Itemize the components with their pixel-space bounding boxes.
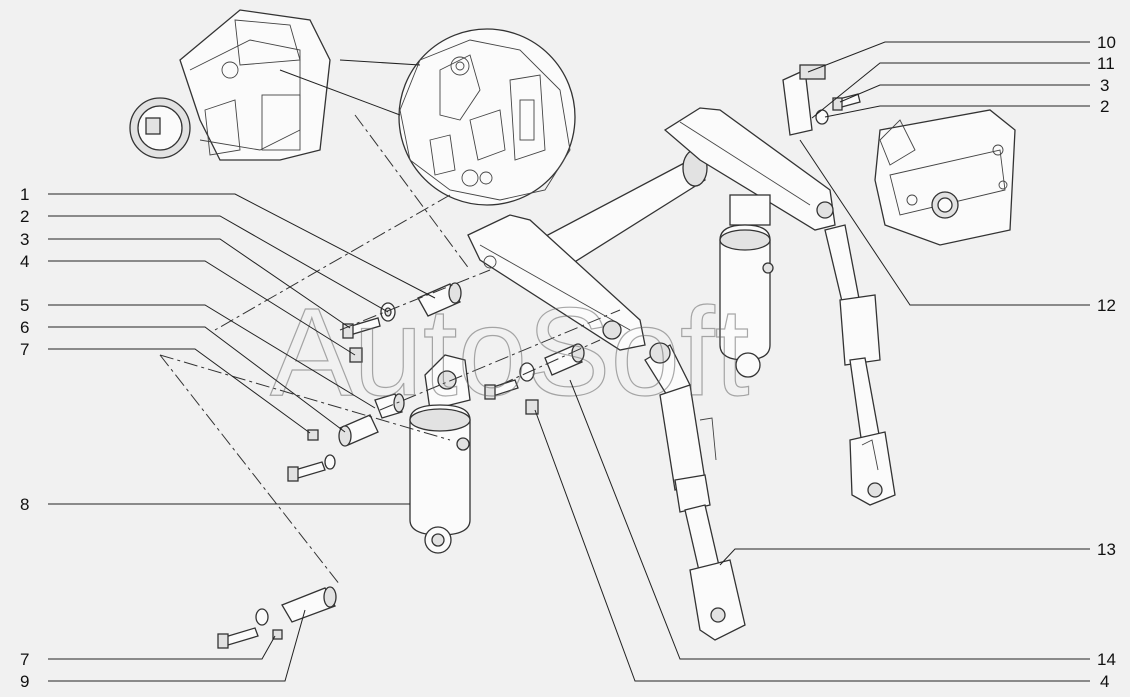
callout-6: 6 [20, 318, 29, 337]
callout-3: 3 [20, 230, 29, 249]
callout-14: 14 [1097, 650, 1116, 669]
detail-magnifier [398, 28, 576, 206]
watermark-text: AutoSoft [270, 283, 750, 422]
top-right-fasteners [782, 64, 861, 136]
callout-5: 5 [20, 296, 29, 315]
right-lift-link [824, 224, 896, 506]
callout-10: 10 [1097, 33, 1116, 52]
callout-2: 2 [20, 207, 29, 226]
callout-3-right: 3 [1100, 76, 1109, 95]
bracket-detail-sketch [874, 109, 1016, 246]
callout-13: 13 [1097, 540, 1116, 559]
right-lift-cylinder [719, 194, 774, 378]
callout-1: 1 [20, 185, 29, 204]
tractor-overview-sketch [129, 9, 421, 161]
callout-2-right: 2 [1100, 97, 1109, 116]
callout-7: 7 [20, 340, 29, 359]
callout-4-right: 4 [1100, 672, 1109, 691]
leader-lines [48, 41, 1090, 682]
left-lift-link [644, 342, 746, 641]
callout-12: 12 [1097, 296, 1116, 315]
assembly-axis-lines [159, 114, 621, 586]
callout-7-lower: 7 [20, 650, 29, 669]
lift-shaft-assembly [467, 107, 836, 351]
callout-11: 11 [1097, 54, 1115, 73]
left-lift-cylinder [409, 354, 471, 554]
callout-4: 4 [20, 252, 29, 271]
callout-8: 8 [20, 495, 29, 514]
callout-labels: 1 2 3 4 5 6 7 8 7 9 10 11 3 2 12 13 14 4 [20, 33, 1116, 691]
callout-9: 9 [20, 672, 29, 691]
